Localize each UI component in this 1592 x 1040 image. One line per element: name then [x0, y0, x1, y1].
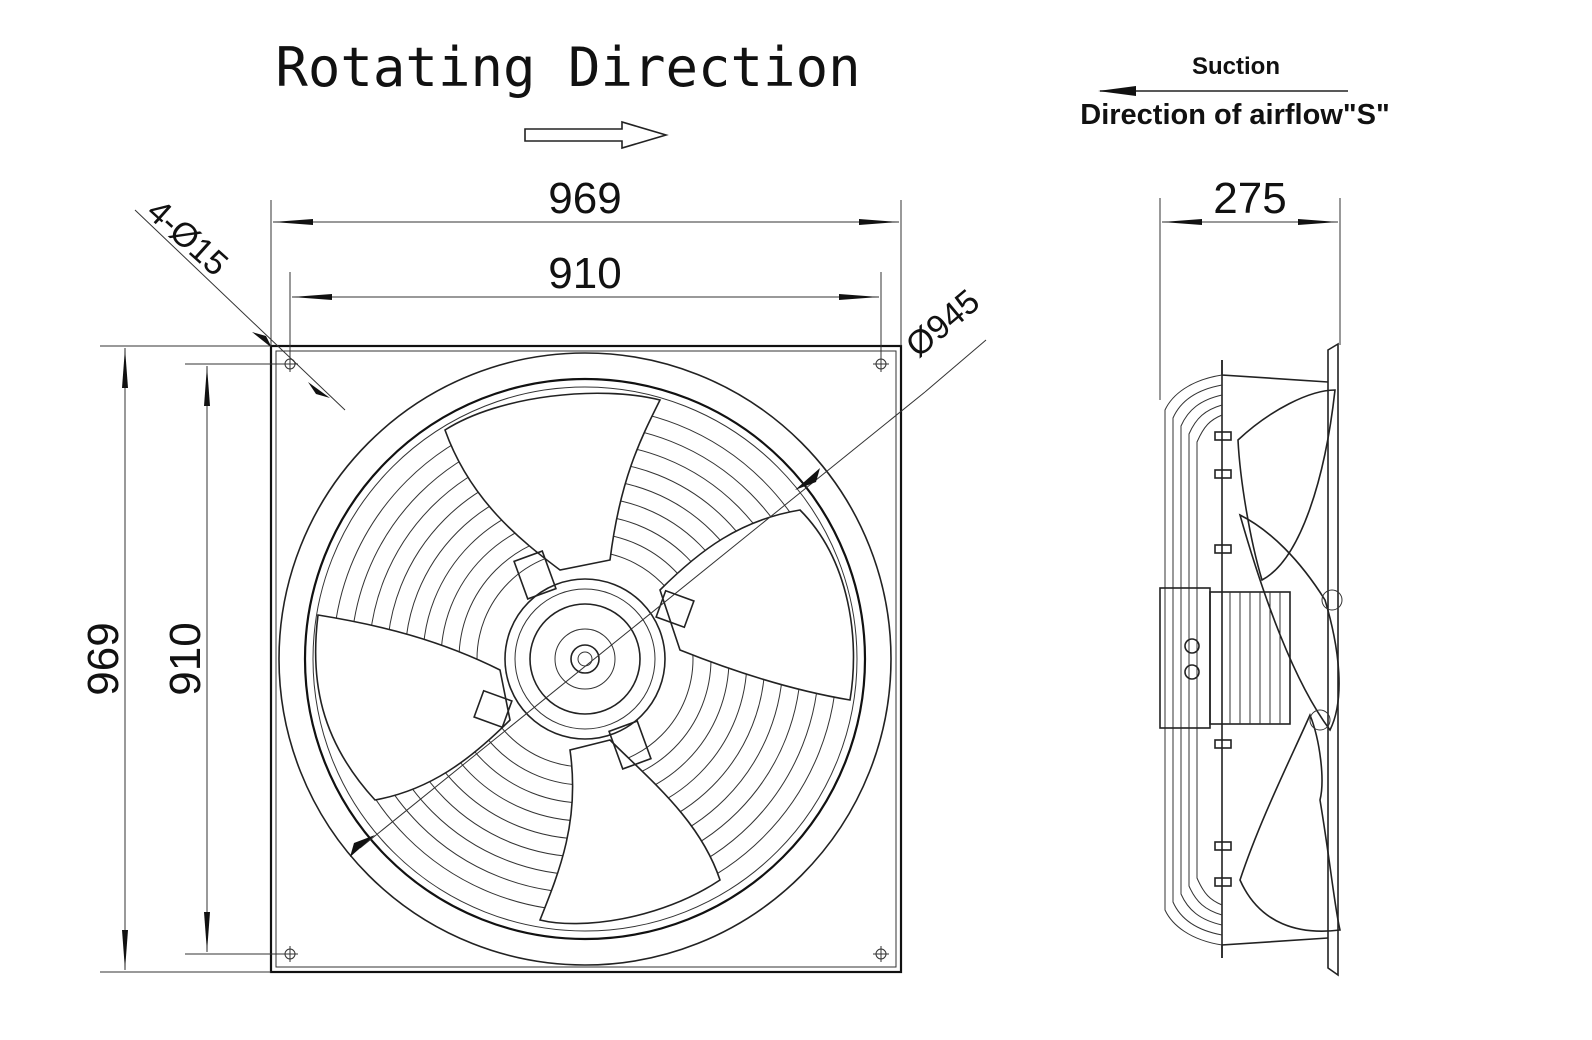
diameter-line [359, 391, 926, 849]
hole-spacing-height-label: 910 [161, 622, 210, 695]
outer-height-label: 969 [79, 622, 128, 695]
front-view: Ø945 4-Ø15 969 910 969 910 [79, 174, 987, 974]
side-guard-wires [1164, 374, 1223, 946]
guard-diameter-label: Ø945 [899, 282, 987, 365]
side-blades [1237, 389, 1343, 932]
rotating-direction-title: Rotating Direction [275, 36, 860, 99]
side-motor [1159, 587, 1291, 729]
outer-width-label: 969 [548, 174, 621, 223]
suction-label: Suction [1192, 53, 1280, 80]
hole-spacing-width-label: 910 [548, 249, 621, 298]
hole-leader-line [134, 209, 346, 411]
mounting-holes-label: 4-Ø15 [140, 192, 236, 283]
venturi-ring-outer [278, 352, 892, 966]
fan-blades [314, 392, 855, 925]
guard-ring [303, 377, 867, 941]
mounting-plate [269, 344, 903, 974]
airflow-direction-label: Direction of airflow"S" [1080, 99, 1389, 131]
airflow-arrow-icon [1098, 86, 1348, 96]
depth-label: 275 [1213, 174, 1286, 223]
side-view: 275 [1159, 174, 1343, 977]
rotation-arrow-icon [524, 120, 669, 150]
